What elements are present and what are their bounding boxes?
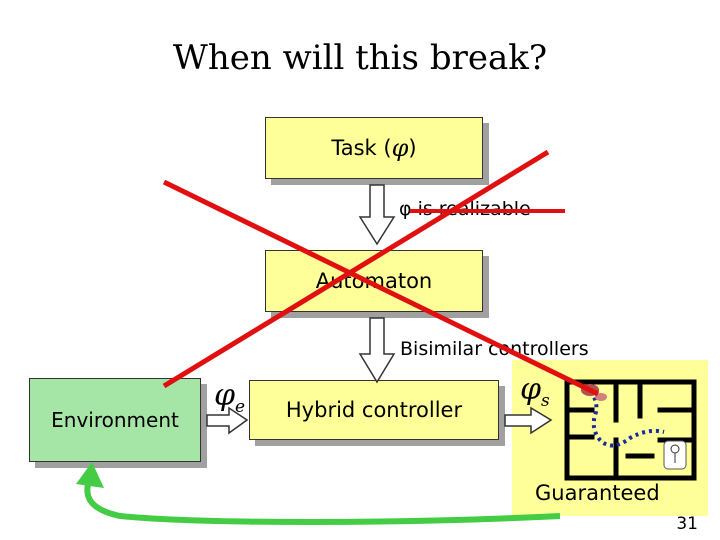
task-close-paren: ) [408,136,417,160]
workspace-map-icon [564,379,697,481]
arrow-automaton-to-hybrid [358,317,396,384]
feedback-arrow [84,476,561,525]
phi-sys-subscript: s [541,391,550,411]
arrow-env-to-hybrid [206,406,249,435]
phi-env-symbol: φe [214,378,245,417]
phi-env-subscript: e [235,397,246,417]
cross-line-2 [162,149,550,389]
feedback-arrowhead [76,462,104,488]
arrow-task-to-automaton [358,184,396,246]
robot-path [588,390,665,448]
phi-sys-glyph: φ [520,372,542,407]
guaranteed-label: Guaranteed [535,481,660,505]
phi-env-glyph: φ [214,378,236,413]
task-label: Task ( [331,136,392,160]
slide-title: When will this break? [172,38,548,78]
task-box: Task ( φ ) [265,117,483,179]
task-phi-symbol: φ [391,134,409,162]
cross-line-1 [162,179,600,397]
hybrid-controller-box: Hybrid controller [249,380,499,440]
environment-box: Environment [29,378,201,462]
bisimilar-label: Bisimilar controllers [400,338,589,360]
person-icon [663,440,687,470]
arrow-hybrid-to-workspace [504,406,553,435]
phi-sys-symbol: φs [520,372,550,411]
environment-label: Environment [51,408,179,432]
page-number: 31 [676,514,698,534]
hybrid-controller-label: Hybrid controller [285,398,463,422]
